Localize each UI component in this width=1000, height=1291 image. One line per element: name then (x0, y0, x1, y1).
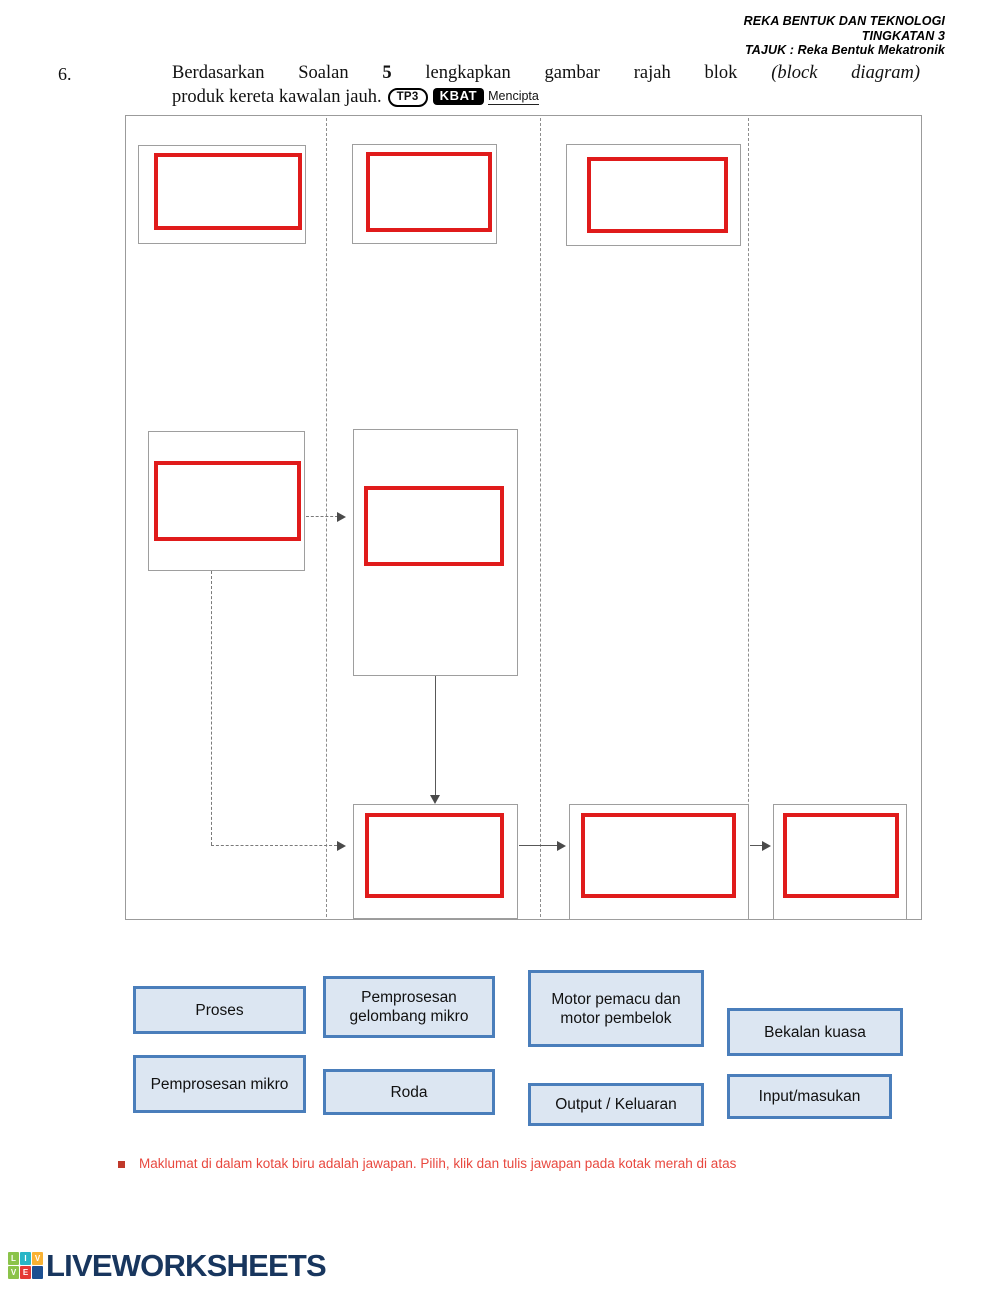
logo-tile-i: I (20, 1252, 31, 1265)
question-line-1: Berdasarkan Soalan 5 lengkapkan gambar r… (172, 62, 920, 85)
answer-box-2[interactable] (366, 152, 492, 232)
instruction-note: Maklumat di dalam kotak biru adalah jawa… (118, 1155, 918, 1173)
block-diagram-frame (125, 115, 922, 920)
option-chip-motor-pemacu[interactable]: Motor pemacu dan motor pembelok (528, 970, 704, 1047)
arrow-feedback-to-output (337, 841, 346, 851)
option-chip-pemprosesan-gelombang-mikro[interactable]: Pemprosesan gelombang mikro (323, 976, 495, 1038)
liveworksheets-wordmark: LIVEWORKSHEETS (46, 1248, 327, 1283)
header-topic: TAJUK : Reka Bentuk Mekatronik (744, 43, 945, 57)
q-word-number: 5 (382, 63, 392, 83)
lane-divider-3 (748, 118, 749, 917)
header-subject: REKA BENTUK DAN TEKNOLOGI (743, 14, 945, 28)
answer-box-8[interactable] (783, 813, 899, 898)
lane-divider-2 (540, 118, 541, 917)
question-line-2-text: produk kereta kawalan jauh. (172, 87, 382, 107)
instruction-note-text: Maklumat di dalam kotak biru adalah jawa… (139, 1156, 737, 1171)
q-word-gambar: gambar (544, 63, 600, 83)
connector-input-to-process (306, 516, 338, 517)
answer-box-7[interactable] (581, 813, 736, 898)
answer-box-3[interactable] (587, 157, 728, 233)
q-word-rajah: rajah (633, 63, 671, 83)
feedback-path-vertical (211, 571, 212, 845)
feedback-path-horizontal (211, 845, 337, 846)
worksheet-header: REKA BENTUK DAN TEKNOLOGI TINGKATAN 3 TA… (744, 14, 945, 58)
kbat-badge: KBAT (432, 88, 485, 105)
tp3-badge: TP3 (387, 88, 428, 107)
bullet-icon (118, 1161, 125, 1168)
option-chip-input-masukan[interactable]: Input/masukan (727, 1074, 892, 1119)
logo-tile-l: L (8, 1252, 19, 1265)
option-chip-pemprosesan-mikro[interactable]: Pemprosesan mikro (133, 1055, 306, 1113)
question-number: 6. (58, 64, 72, 84)
connector-motor-to-wheel (750, 845, 764, 846)
arrow-motor-to-wheel (762, 841, 771, 851)
answer-box-5[interactable] (364, 486, 504, 566)
liveworksheets-footer: L I V V E L LIVEWORKSHEETS (8, 1248, 327, 1283)
arrow-input-to-process (337, 512, 346, 522)
connector-process-to-output-line (435, 676, 436, 798)
arrow-process-to-output (430, 795, 440, 804)
option-chip-output-keluaran[interactable]: Output / Keluaran (528, 1083, 704, 1126)
header-form: TINGKATAN 3 (861, 28, 945, 43)
option-chip-bekalan-kuasa[interactable]: Bekalan kuasa (727, 1008, 903, 1056)
answer-box-6[interactable] (365, 813, 504, 898)
answer-options-bank: Proses Pemprosesan gelombang mikro Motor… (0, 970, 1000, 1126)
arrow-output-to-motor (557, 841, 566, 851)
logo-tile-v2: V (8, 1266, 19, 1279)
question-text: Berdasarkan Soalan 5 lengkapkan gambar r… (172, 62, 932, 109)
logo-tile-v: V (32, 1252, 43, 1265)
answer-box-4[interactable] (154, 461, 301, 541)
q-word-berdasarkan: Berdasarkan (172, 63, 265, 83)
kbat-level-label: Mencipta (488, 89, 539, 105)
q-word-blok: blok (704, 63, 738, 83)
lane-divider-1 (326, 118, 327, 917)
connector-output-to-motor (519, 845, 559, 846)
q-word-soalan: Soalan (298, 63, 349, 83)
logo-tile-l2: L (32, 1266, 43, 1279)
q-word-lengkapkan: lengkapkan (425, 63, 511, 83)
logo-tile-e: E (20, 1266, 31, 1279)
option-chip-proses[interactable]: Proses (133, 986, 306, 1034)
liveworksheets-logo-icon: L I V V E L (8, 1252, 43, 1279)
option-chip-roda[interactable]: Roda (323, 1069, 495, 1115)
answer-box-1[interactable] (154, 153, 302, 230)
q-word-blockdiagram: (block diagram) (771, 63, 921, 83)
